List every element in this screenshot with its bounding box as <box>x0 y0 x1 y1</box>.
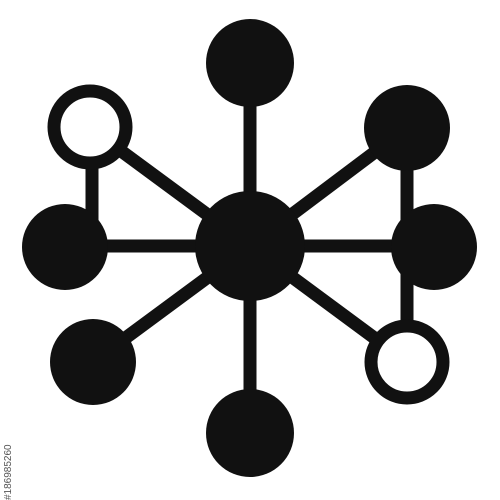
node-bottom <box>206 389 294 477</box>
node-left <box>22 204 108 290</box>
node-top-right <box>364 85 450 171</box>
stock-id-label: #186985260 <box>3 444 14 500</box>
node-bottom-left <box>50 319 136 405</box>
node-right <box>391 204 477 290</box>
node-top-left-hollow <box>47 84 133 170</box>
node-bottom-right-hollow <box>364 319 450 405</box>
hub-node <box>195 191 305 301</box>
node-top <box>206 19 294 107</box>
